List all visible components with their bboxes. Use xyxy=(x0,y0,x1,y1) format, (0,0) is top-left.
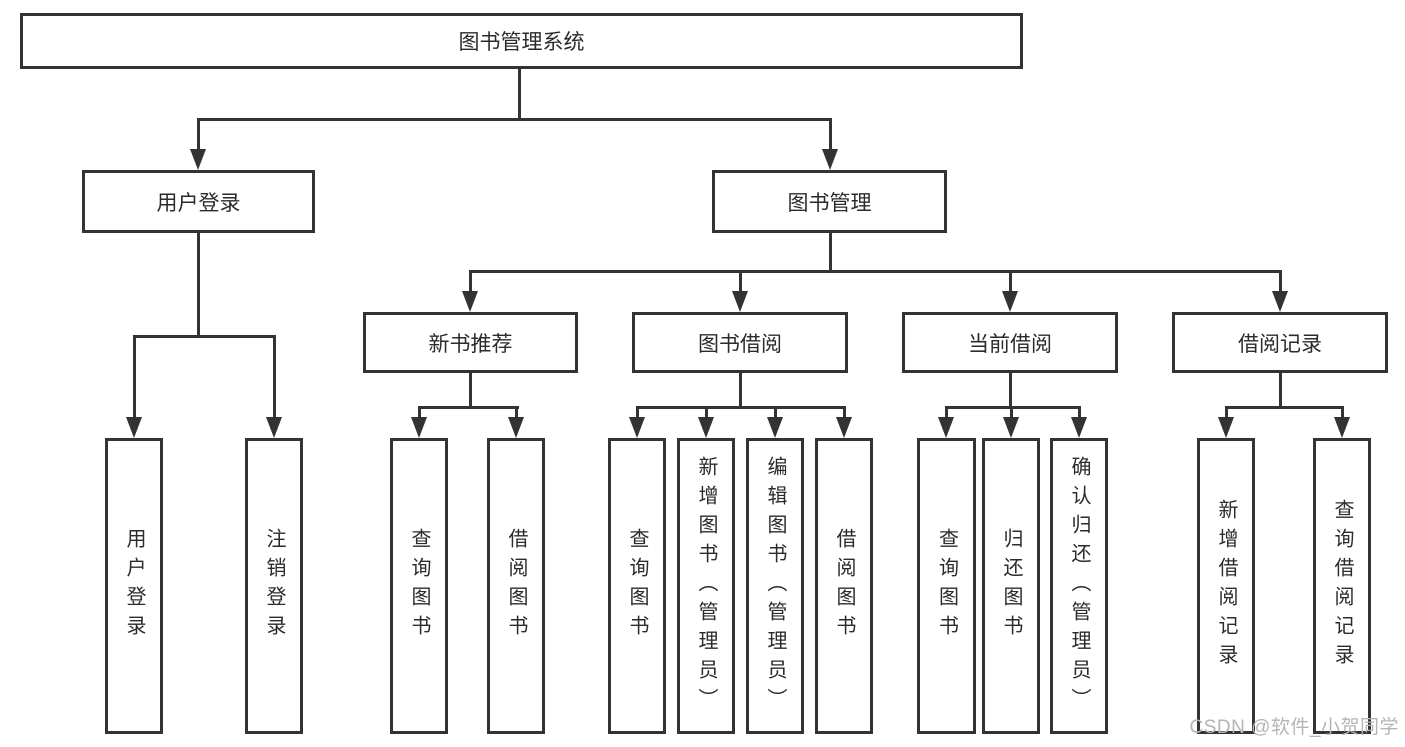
connector-branch xyxy=(469,270,1282,273)
node-label: 借阅图书 xyxy=(505,528,527,644)
arrow-down-icon xyxy=(822,149,838,170)
connector-drop xyxy=(774,406,777,420)
node-label: 查询图书 xyxy=(935,528,958,644)
connector-branch xyxy=(197,118,832,121)
arrow-down-icon xyxy=(462,291,478,312)
arrow-down-icon xyxy=(411,417,427,438)
node-user-login: 用户登录 xyxy=(82,170,315,233)
connector-drop xyxy=(945,406,948,420)
node-label: 新书推荐 xyxy=(428,332,513,356)
leaf-query-borrow-record: 查询借阅记录 xyxy=(1313,438,1371,734)
watermark: CSDN @软件_小贺同学 xyxy=(1189,717,1399,738)
node-book-management: 图书管理 xyxy=(712,170,947,233)
arrow-down-icon xyxy=(1334,417,1350,438)
arrow-down-icon xyxy=(1272,291,1288,312)
arrow-down-icon xyxy=(190,149,206,170)
arrow-down-icon xyxy=(1218,417,1234,438)
connector-drop xyxy=(1279,270,1282,293)
arrow-down-icon xyxy=(698,417,714,438)
connector-drop xyxy=(636,406,639,420)
node-label: 归还图书 xyxy=(1000,528,1022,644)
arrow-down-icon xyxy=(732,291,748,312)
leaf-user-login: 用户登录 xyxy=(105,438,163,734)
leaf-query-books-current: 查询图书 xyxy=(917,438,976,734)
leaf-return-books: 归还图书 xyxy=(982,438,1040,734)
arrow-down-icon xyxy=(126,417,142,438)
arrow-down-icon xyxy=(836,417,852,438)
node-label: 查询图书 xyxy=(408,528,430,644)
connector-drop xyxy=(829,118,832,152)
arrow-down-icon xyxy=(629,417,645,438)
node-label: 确认归还（管理员） xyxy=(1068,455,1090,717)
node-label: 借阅图书 xyxy=(833,528,855,644)
leaf-query-books-borrowing: 查询图书 xyxy=(608,438,666,734)
node-label: 用户登录 xyxy=(123,528,145,644)
arrow-down-icon xyxy=(1003,417,1019,438)
node-label: 图书管理 xyxy=(787,191,872,215)
arrow-down-icon xyxy=(767,417,783,438)
leaf-borrow-books-recommend: 借阅图书 xyxy=(487,438,545,734)
connector-stem xyxy=(1009,373,1012,409)
connector-branch xyxy=(636,406,846,409)
connector-drop xyxy=(1341,406,1344,420)
connector-stem xyxy=(829,233,832,273)
connector-branch xyxy=(945,406,1081,409)
connector-branch xyxy=(418,406,519,409)
leaf-add-borrow-record: 新增借阅记录 xyxy=(1197,438,1255,734)
connector-drop xyxy=(197,118,200,152)
leaf-borrow-books: 借阅图书 xyxy=(815,438,873,734)
connector-drop xyxy=(1010,406,1013,420)
connector-drop xyxy=(843,406,846,420)
node-label: 用户登录 xyxy=(156,191,241,215)
connector-drop xyxy=(515,406,518,420)
arrow-down-icon xyxy=(1002,291,1018,312)
connector-drop xyxy=(1225,406,1228,420)
connector-drop xyxy=(469,270,472,293)
node-book-borrowing: 图书借阅 xyxy=(632,312,848,373)
arrow-down-icon xyxy=(266,417,282,438)
leaf-add-books-admin: 新增图书（管理员） xyxy=(677,438,735,734)
node-label: 查询图书 xyxy=(626,528,648,644)
connector-drop xyxy=(705,406,708,420)
arrow-down-icon xyxy=(938,417,954,438)
node-label: 编辑图书（管理员） xyxy=(764,455,786,717)
connector-branch xyxy=(133,335,276,338)
connector-drop xyxy=(1009,270,1012,293)
node-label: 新增图书（管理员） xyxy=(695,455,717,717)
connector-stem xyxy=(739,373,742,409)
connector-stem xyxy=(469,373,472,409)
node-current-borrowing: 当前借阅 xyxy=(902,312,1118,373)
node-label: 查询借阅记录 xyxy=(1331,499,1353,673)
node-label: 图书借阅 xyxy=(698,332,782,356)
leaf-query-books-recommend: 查询图书 xyxy=(390,438,448,734)
leaf-confirm-return-admin: 确认归还（管理员） xyxy=(1050,438,1108,734)
node-label: 图书管理系统 xyxy=(458,31,585,54)
connector-stem xyxy=(1279,373,1282,409)
connector-drop xyxy=(133,335,136,418)
connector-drop xyxy=(739,270,742,293)
connector-drop xyxy=(273,335,276,418)
arrow-down-icon xyxy=(508,417,524,438)
node-label: 注销登录 xyxy=(263,528,285,644)
connector-stem xyxy=(518,68,521,121)
arrow-down-icon xyxy=(1071,417,1087,438)
node-label: 新增借阅记录 xyxy=(1215,499,1237,673)
node-new-book-recommend: 新书推荐 xyxy=(363,312,578,373)
node-borrowing-records: 借阅记录 xyxy=(1172,312,1388,373)
node-label: 借阅记录 xyxy=(1238,332,1322,356)
leaf-edit-books-admin: 编辑图书（管理员） xyxy=(746,438,804,734)
connector-drop xyxy=(1078,406,1081,420)
connector-stem xyxy=(197,233,200,337)
node-library-management-system: 图书管理系统 xyxy=(20,13,1023,69)
node-label: 当前借阅 xyxy=(968,332,1052,356)
connector-branch xyxy=(1225,406,1344,409)
leaf-logout: 注销登录 xyxy=(245,438,303,734)
connector-drop xyxy=(418,406,421,420)
